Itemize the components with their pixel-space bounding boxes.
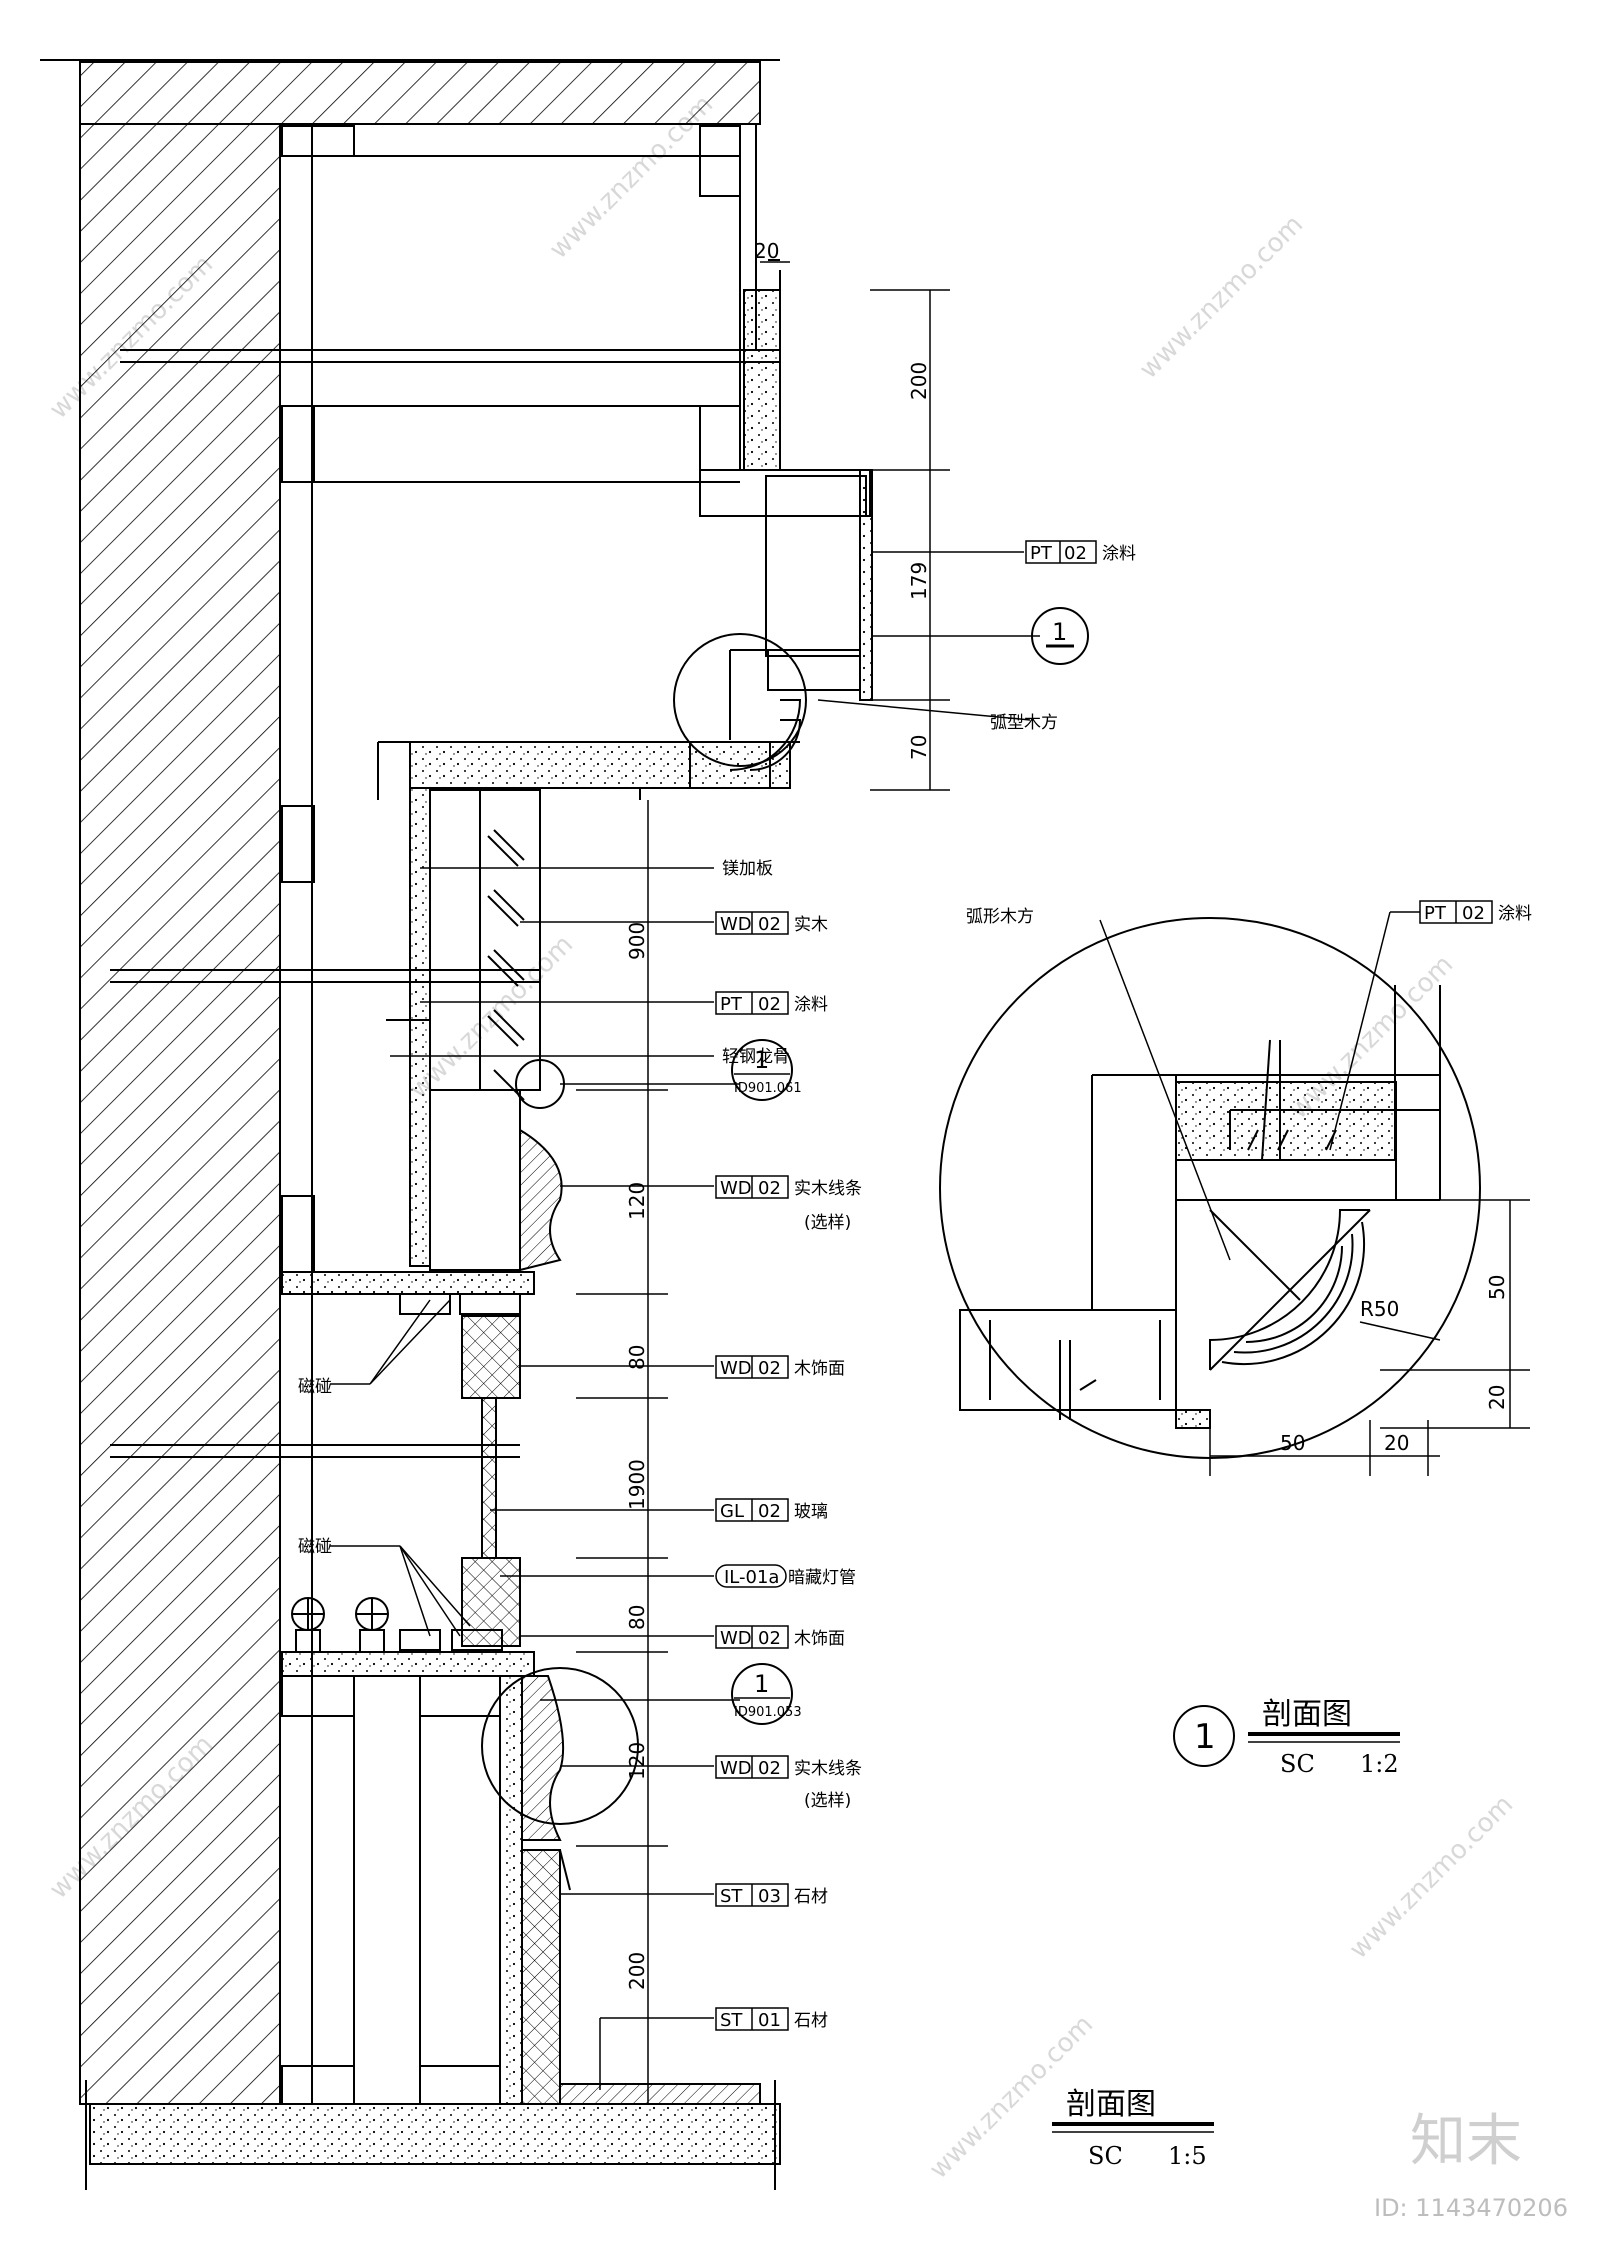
main-scale-code: SC: [1088, 2142, 1123, 2170]
detail-note-arc-wood: 弧形木方: [966, 907, 1034, 927]
tag-code: PT: [1424, 903, 1447, 924]
note-arc-wood: 弧型木方: [990, 713, 1058, 733]
tag-code: WD: [720, 1178, 752, 1199]
detail-dim-50-h: 50: [1280, 1431, 1305, 1455]
note-mg-board: 镁加板: [722, 859, 773, 879]
tag-label: 涂料: [794, 995, 828, 1015]
material-tag: WD 02 木饰面: [715, 1355, 845, 1379]
tag-label: 玻璃: [794, 1502, 828, 1522]
leader-lines: [330, 551, 1040, 2090]
material-tag: GL 02 玻璃: [715, 1498, 828, 1522]
tag-sub: (选样): [804, 1213, 851, 1233]
main-scale-ratio: 1:5: [1168, 2142, 1207, 2170]
material-tag: WD 02 实木线条 (选样): [715, 1755, 862, 1811]
tag-label: 石材: [794, 1887, 828, 1907]
dim-120-a: 120: [625, 1182, 649, 1220]
note-magnet-top: 磁碰: [298, 1377, 332, 1397]
tag-label: 木饰面: [794, 1629, 845, 1649]
material-tag: IL-01a 暗藏灯管: [715, 1564, 856, 1588]
tag-code: WD: [720, 914, 752, 935]
tag-label: 涂料: [1102, 544, 1136, 564]
material-tag: PT 02 涂料: [1025, 540, 1136, 564]
tag-num: 02: [758, 994, 781, 1015]
tag-num: 02: [758, 914, 781, 935]
tag-label: 涂料: [1498, 904, 1532, 924]
tag-label: 实木线条: [794, 1179, 862, 1199]
tag-code: IL-01a: [724, 1567, 779, 1588]
detail-dim-20-v: 20: [1485, 1385, 1509, 1410]
callout-low: 1 ID901.053: [731, 1663, 802, 1725]
tag-label: 实木: [794, 915, 828, 935]
callout-sheet: ID901.061: [734, 1081, 802, 1096]
detail-scale-code: SC: [1280, 1750, 1315, 1778]
material-tag: PT 02 涂料: [715, 991, 828, 1015]
detail-view: [939, 911, 1530, 1476]
detail-number: 1: [1194, 1717, 1216, 1757]
tag-code: ST: [720, 1886, 743, 1907]
material-tag: ST 01 石材: [715, 2007, 828, 2031]
tag-code: WD: [720, 1758, 752, 1779]
dim-900: 900: [625, 922, 649, 960]
tag-code: GL: [720, 1501, 744, 1522]
dim-200-top: 200: [907, 362, 931, 400]
detail-dim-r50: R50: [1360, 1297, 1399, 1321]
tag-num: 02: [1462, 903, 1485, 924]
dimension-texts: 20 200 179 70 900 120 80 1900 80 120 200: [625, 239, 931, 1990]
tag-num: 02: [758, 1501, 781, 1522]
watermark-site: www.znzmo.com: [1134, 210, 1309, 385]
detail-dim-20-h: 20: [1384, 1431, 1409, 1455]
watermark-logo: 知末: [1410, 2109, 1522, 2174]
tag-num: 02: [758, 1628, 781, 1649]
tag-code: WD: [720, 1628, 752, 1649]
dim-80-b: 80: [625, 1605, 649, 1630]
detail-title: 剖面图: [1262, 1697, 1352, 1732]
tag-label: 木饰面: [794, 1359, 845, 1379]
dim-20-top: 20: [754, 239, 779, 263]
callout-number: 1: [1052, 618, 1067, 646]
callout-number: 1: [754, 1046, 769, 1074]
detail-scale-ratio: 1:2: [1360, 1750, 1399, 1778]
tag-code: PT: [1030, 543, 1053, 564]
watermark-site: www.znzmo.com: [1344, 1790, 1519, 1965]
material-tag: WD 02 实木: [715, 911, 828, 935]
material-tag: ST 03 石材: [715, 1883, 828, 1907]
dim-1900: 1900: [625, 1459, 649, 1510]
tag-num: 02: [758, 1758, 781, 1779]
tag-num: 02: [1064, 543, 1087, 564]
detail-dim-50-v: 50: [1485, 1275, 1509, 1300]
main-section: [40, 59, 873, 2190]
dim-179: 179: [907, 562, 931, 600]
main-title: 剖面图: [1066, 2087, 1156, 2122]
watermark-id: ID: 1143470206: [1374, 2194, 1568, 2222]
tag-num: 02: [758, 1358, 781, 1379]
callout-mid: 1 ID901.061: [731, 1039, 802, 1101]
callout-number: 1: [754, 1670, 769, 1698]
tag-num: 01: [758, 2010, 781, 2031]
dim-200-bottom: 200: [625, 1952, 649, 1990]
tag-label: 石材: [794, 2011, 828, 2031]
dim-70: 70: [907, 735, 931, 760]
material-tag: WD 02 木饰面: [715, 1625, 845, 1649]
note-magnet-bottom: 磁碰: [298, 1537, 332, 1557]
tag-num: 03: [758, 1886, 781, 1907]
tag-label: 暗藏灯管: [788, 1568, 856, 1588]
tag-sub: (选样): [804, 1791, 851, 1811]
tag-num: 02: [758, 1178, 781, 1199]
tag-code: PT: [720, 994, 743, 1015]
material-tag: WD 02 实木线条 (选样): [715, 1175, 862, 1233]
tag-code: ST: [720, 2010, 743, 2031]
dim-120-b: 120: [625, 1742, 649, 1780]
tag-code: WD: [720, 1358, 752, 1379]
detail-paint-tag: PT 02 涂料: [1419, 900, 1532, 924]
tag-label: 实木线条: [794, 1759, 862, 1779]
dimension-lines: [576, 261, 950, 2104]
callout-sheet: ID901.053: [734, 1705, 802, 1720]
detail-title-block: 1 剖面图 SC 1:2: [1173, 1697, 1400, 1778]
callout-top: 1: [1031, 607, 1089, 665]
main-title-block: 剖面图 SC 1:5: [1052, 2087, 1214, 2170]
detail-labels: 弧形木方 PT 02 涂料 50 20 50 20 R50: [966, 900, 1532, 1455]
